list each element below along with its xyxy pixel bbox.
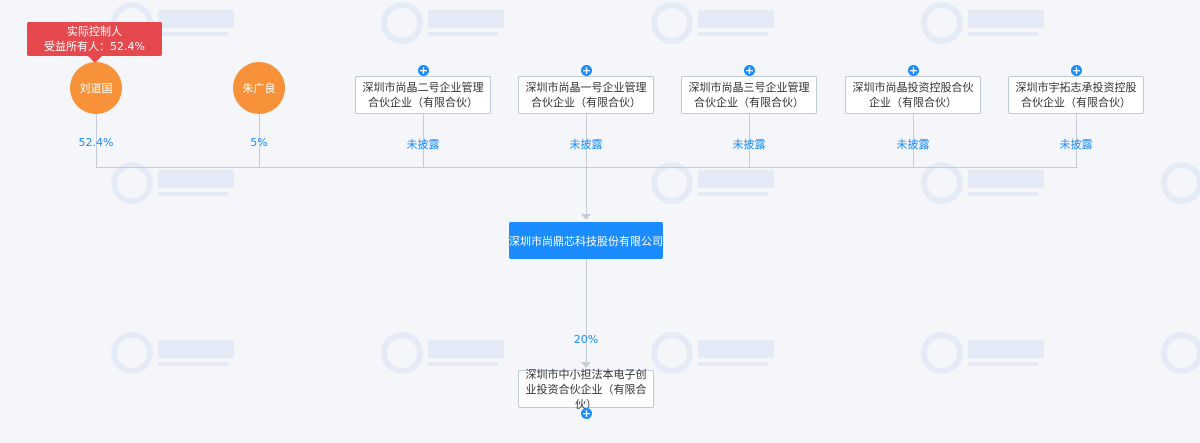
shareholder-name: 深圳市尚晶三号企业管理合伙企业（有限合伙） bbox=[688, 81, 810, 109]
expand-plus-icon[interactable]: + bbox=[908, 64, 919, 77]
shareholder-entity-3[interactable]: 深圳市尚晶三号企业管理合伙企业（有限合伙） bbox=[681, 76, 817, 114]
connector-drop-1 bbox=[96, 114, 97, 167]
badge-pointer bbox=[88, 56, 102, 63]
arrow-to-investment bbox=[581, 362, 591, 368]
connector-drop-2 bbox=[259, 114, 260, 167]
connector-bus bbox=[96, 167, 1078, 168]
shareholder-name: 刘道国 bbox=[79, 82, 113, 95]
investment-percent: 20% bbox=[573, 333, 599, 346]
shareholder-name: 深圳市尚晶投资控股合伙企业（有限合伙） bbox=[852, 81, 974, 109]
expand-plus-icon[interactable]: + bbox=[744, 64, 755, 77]
watermark-logo-icon bbox=[1161, 162, 1200, 204]
share-percent: 未披露 bbox=[569, 138, 603, 151]
share-percent: 未披露 bbox=[732, 138, 766, 151]
watermark-logo-icon bbox=[921, 2, 1044, 44]
connector-drop-6 bbox=[913, 114, 914, 167]
shareholder-name: 深圳市尚晶一号企业管理合伙企业（有限合伙） bbox=[525, 81, 647, 109]
investment-name: 深圳市中小担法本电子创业投资合伙企业（有限合伙） bbox=[525, 367, 647, 411]
connector-drop-4 bbox=[586, 114, 587, 167]
watermark-logo-icon bbox=[381, 2, 504, 44]
arrow-to-company bbox=[581, 214, 591, 220]
company-name: 深圳市尚鼎芯科技股份有限公司 bbox=[509, 234, 663, 248]
shareholder-name: 深圳市尚晶二号企业管理合伙企业（有限合伙） bbox=[362, 81, 484, 109]
shareholder-name: 深圳市宇拓志承投资控股合伙企业（有限合伙） bbox=[1015, 81, 1137, 109]
watermark-logo-icon bbox=[651, 332, 774, 374]
watermark-logo-icon bbox=[111, 332, 234, 374]
investment-entity-1[interactable]: 深圳市中小担法本电子创业投资合伙企业（有限合伙） bbox=[518, 368, 654, 411]
actual-controller-badge: 实际控制人 受益所有人：52.4% bbox=[27, 22, 162, 56]
share-percent: 未披露 bbox=[1059, 138, 1093, 151]
connector-drop-3 bbox=[423, 114, 424, 167]
shareholder-name: 朱广良 bbox=[242, 82, 276, 95]
watermark-logo-icon bbox=[651, 2, 774, 44]
expand-plus-icon[interactable]: + bbox=[1071, 64, 1082, 77]
watermark-logo-icon bbox=[921, 332, 1044, 374]
badge-title: 实际控制人 bbox=[67, 25, 122, 38]
share-percent: 5% bbox=[250, 136, 268, 149]
connector-drop-7 bbox=[1076, 114, 1077, 167]
connector-drop-5 bbox=[749, 114, 750, 167]
watermark-logo-icon bbox=[1161, 332, 1200, 374]
watermark-logo-icon bbox=[381, 332, 504, 374]
expand-plus-icon[interactable]: + bbox=[581, 407, 592, 420]
shareholder-entity-2[interactable]: 深圳市尚晶一号企业管理合伙企业（有限合伙） bbox=[518, 76, 654, 114]
connector-to-company bbox=[586, 167, 587, 216]
shareholder-entity-1[interactable]: 深圳市尚晶二号企业管理合伙企业（有限合伙） bbox=[355, 76, 491, 114]
expand-plus-icon[interactable]: + bbox=[581, 64, 592, 77]
badge-ownership: 受益所有人：52.4% bbox=[44, 40, 145, 53]
core-company-node[interactable]: 深圳市尚鼎芯科技股份有限公司 bbox=[509, 222, 663, 259]
share-percent: 未披露 bbox=[896, 138, 930, 151]
shareholder-person-2[interactable]: 朱广良 bbox=[233, 62, 285, 114]
share-percent: 未披露 bbox=[406, 138, 440, 151]
shareholder-entity-5[interactable]: 深圳市宇拓志承投资控股合伙企业（有限合伙） bbox=[1008, 76, 1144, 114]
connector-to-investment bbox=[586, 259, 587, 363]
shareholder-entity-4[interactable]: 深圳市尚晶投资控股合伙企业（有限合伙） bbox=[845, 76, 981, 114]
share-percent: 52.4% bbox=[78, 136, 114, 149]
shareholder-person-1[interactable]: 刘道国 bbox=[70, 62, 122, 114]
expand-plus-icon[interactable]: + bbox=[418, 64, 429, 77]
